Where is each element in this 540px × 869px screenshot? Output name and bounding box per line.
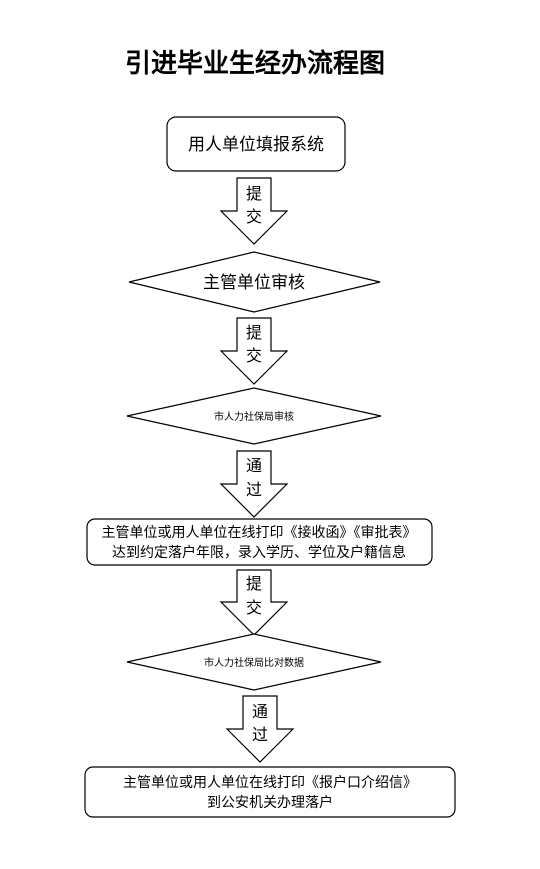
- step-box: [86, 518, 433, 566]
- down-arrow-icon: [225, 695, 295, 763]
- arrow-label-char: 提: [246, 323, 262, 342]
- decision-diamond: [128, 251, 381, 313]
- down-arrow-icon: [219, 317, 289, 385]
- arrow-submit-2: 提 交: [219, 317, 289, 385]
- arrow-label-char: 提: [246, 184, 262, 203]
- decision-diamond: [126, 387, 382, 445]
- step-supervisor-review: 主管单位审核: [128, 251, 381, 313]
- step-box: [84, 766, 456, 818]
- arrow-label-char: 过: [246, 480, 262, 499]
- step-label: 用人单位填报系统: [188, 135, 324, 155]
- arrow-label-char: 交: [246, 346, 262, 365]
- step-label-line: 主管单位或用人单位在线打印《报户口介绍信》: [123, 774, 417, 791]
- step-print-registration-letter: 主管单位或用人单位在线打印《报户口介绍信》 到公安机关办理落户: [84, 766, 456, 818]
- step-fill-in-system: 用人单位填报系统: [166, 116, 346, 172]
- arrow-label-char: 通: [246, 456, 262, 475]
- step-label-line: 到公安机关办理落户: [207, 794, 333, 811]
- arrow-label-char: 提: [246, 574, 262, 593]
- decision-diamond: [126, 633, 382, 691]
- step-label: 市人力社保局审核: [214, 410, 294, 423]
- step-hrss-review: 市人力社保局审核: [126, 387, 382, 445]
- arrow-label-char: 通: [252, 702, 268, 721]
- step-data-comparison: 市人力社保局比对数据: [126, 633, 382, 691]
- step-label: 市人力社保局比对数据: [204, 656, 304, 669]
- step-label: 主管单位审核: [203, 273, 305, 293]
- arrow-label-char: 过: [252, 725, 268, 744]
- down-arrow-icon: [219, 569, 289, 636]
- step-print-acceptance: 主管单位或用人单位在线打印《接收函》《审批表》 达到约定落户年限，录入学历、学位…: [86, 518, 433, 566]
- step-label-line: 达到约定落户年限，录入学历、学位及户籍信息: [112, 544, 406, 561]
- page-title: 引进毕业生经办流程图: [125, 48, 385, 79]
- arrow-pass-1: 通 过: [219, 450, 289, 518]
- arrow-pass-2: 通 过: [225, 695, 295, 763]
- down-arrow-icon: [219, 177, 289, 245]
- step-label-line: 主管单位或用人单位在线打印《接收函》《审批表》: [102, 524, 417, 541]
- arrow-label-char: 交: [246, 598, 262, 617]
- arrow-submit-3: 提 交: [219, 569, 289, 636]
- arrow-submit-1: 提 交: [219, 177, 289, 245]
- step-box: [166, 116, 346, 172]
- down-arrow-icon: [219, 450, 289, 518]
- arrow-label-char: 交: [246, 207, 262, 226]
